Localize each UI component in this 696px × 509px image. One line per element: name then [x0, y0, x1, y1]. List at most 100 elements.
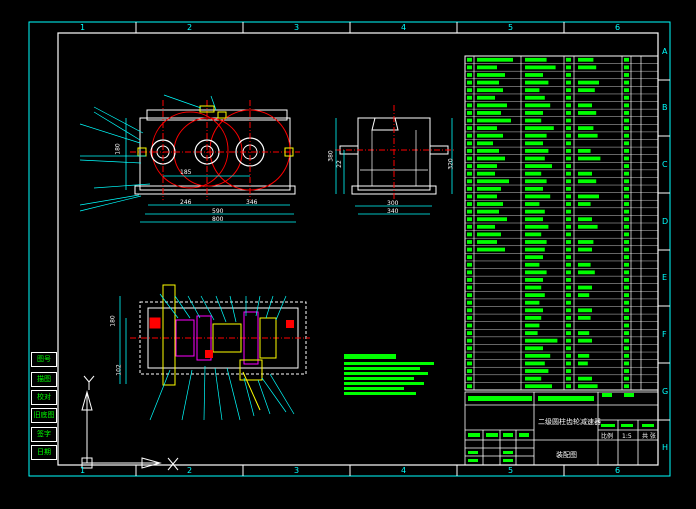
parts-cell-material [578, 171, 592, 176]
parts-cell-weight [624, 240, 629, 244]
parts-cell-weight [624, 293, 629, 298]
parts-cell-weight [624, 217, 629, 222]
parts-cell-weight [624, 384, 629, 389]
parts-cell-qty [566, 118, 571, 123]
zone-right-g: G [662, 387, 669, 396]
parts-cell-index [467, 300, 472, 305]
parts-cell-name [525, 141, 543, 146]
parts-cell-index [467, 148, 472, 153]
parts-cell-qty [566, 217, 571, 222]
zone-right-h: H [662, 443, 669, 452]
parts-cell-material [578, 338, 592, 343]
parts-cell-name [525, 88, 540, 93]
parts-cell-name [525, 346, 543, 351]
zone-bottom-5: 5 [508, 466, 514, 475]
zone-bottom-6: 6 [615, 466, 621, 475]
parts-cell-qty [566, 376, 571, 381]
parts-cell-code [477, 179, 509, 184]
parts-cell-name [525, 353, 551, 358]
parts-cell-name [525, 65, 556, 70]
parts-cell-index [467, 255, 472, 260]
parts-cell-qty [566, 278, 571, 282]
parts-cell-code [477, 111, 501, 115]
parts-cell-qty [566, 315, 571, 320]
side-view [335, 105, 455, 215]
parts-cell-material [578, 247, 592, 252]
parts-cell-material [578, 126, 594, 131]
zone-top-1: 1 [80, 23, 86, 32]
parts-cell-qty [566, 209, 571, 214]
parts-cell-index [467, 240, 472, 244]
title-scale-value: 1:5 [622, 433, 632, 440]
parts-cell-weight [624, 186, 629, 191]
parts-cell-material [578, 376, 592, 381]
parts-cell-index [467, 186, 472, 191]
parts-cell-weight [624, 338, 629, 343]
parts-cell-name [525, 369, 549, 373]
parts-cell-index [467, 285, 472, 290]
parts-cell-index [467, 156, 472, 161]
parts-cell-material [578, 384, 598, 389]
parts-cell-code [477, 80, 499, 85]
parts-cell-code [477, 65, 497, 70]
parts-cell-weight [624, 285, 629, 290]
parts-cell-weight [624, 323, 629, 328]
parts-cell-index [467, 247, 472, 252]
dim-side-height-a: 380 [327, 150, 335, 162]
parts-cell-material [578, 57, 594, 62]
parts-cell-qty [566, 194, 571, 199]
parts-cell-qty [566, 323, 571, 328]
parts-cell-weight [624, 255, 629, 260]
parts-cell-index [467, 278, 472, 282]
parts-cell-code [477, 247, 505, 252]
parts-cell-index [467, 232, 472, 237]
parts-cell-qty [566, 353, 571, 358]
zone-bottom-3: 3 [294, 466, 300, 475]
parts-cell-weight [624, 156, 629, 161]
parts-cell-weight [624, 315, 629, 320]
parts-cell-name [525, 308, 543, 313]
parts-cell-material [578, 315, 591, 320]
parts-cell-code [477, 148, 499, 153]
zone-right-d: D [662, 217, 669, 226]
parts-cell-qty [566, 331, 571, 335]
parts-cell-material [578, 202, 591, 206]
parts-cell-material [578, 262, 591, 267]
parts-cell-index [467, 171, 472, 176]
parts-cell-qty [566, 73, 571, 77]
parts-cell-index [467, 346, 472, 351]
parts-cell-index [467, 353, 472, 358]
parts-cell-name [525, 111, 543, 115]
parts-cell-weight [624, 308, 629, 313]
parts-cell-name [525, 255, 543, 260]
parts-cell-code [477, 224, 495, 229]
title-scale-label: 比例 [601, 433, 614, 440]
parts-cell-name [525, 376, 542, 381]
parts-cell-index [467, 308, 472, 313]
parts-cell-name [525, 285, 542, 290]
title-material: 装配图 [556, 451, 577, 459]
parts-cell-qty [566, 384, 571, 389]
parts-cell-qty [566, 346, 571, 351]
parts-cell-name [525, 95, 545, 100]
parts-cell-index [467, 217, 472, 222]
parts-cell-code [477, 88, 503, 93]
parts-cell-index [467, 376, 472, 381]
parts-cell-qty [566, 369, 571, 373]
parts-cell-code [477, 103, 507, 108]
parts-cell-qty [566, 262, 571, 267]
parts-cell-name [525, 73, 543, 77]
parts-cell-name [525, 300, 540, 305]
parts-cell-material [578, 194, 599, 199]
parts-cell-weight [624, 202, 629, 206]
parts-cell-name [525, 278, 543, 282]
zone-top-2: 2 [187, 23, 193, 32]
parts-cell-code [477, 164, 497, 168]
parts-cell-qty [566, 148, 571, 153]
parts-cell-weight [624, 278, 629, 282]
left-col-sign: 签字 [31, 427, 57, 442]
parts-cell-code [477, 118, 511, 123]
dim-front-inner: 590 [212, 208, 224, 215]
parts-cell-name [525, 232, 542, 237]
parts-cell-material [578, 80, 599, 85]
